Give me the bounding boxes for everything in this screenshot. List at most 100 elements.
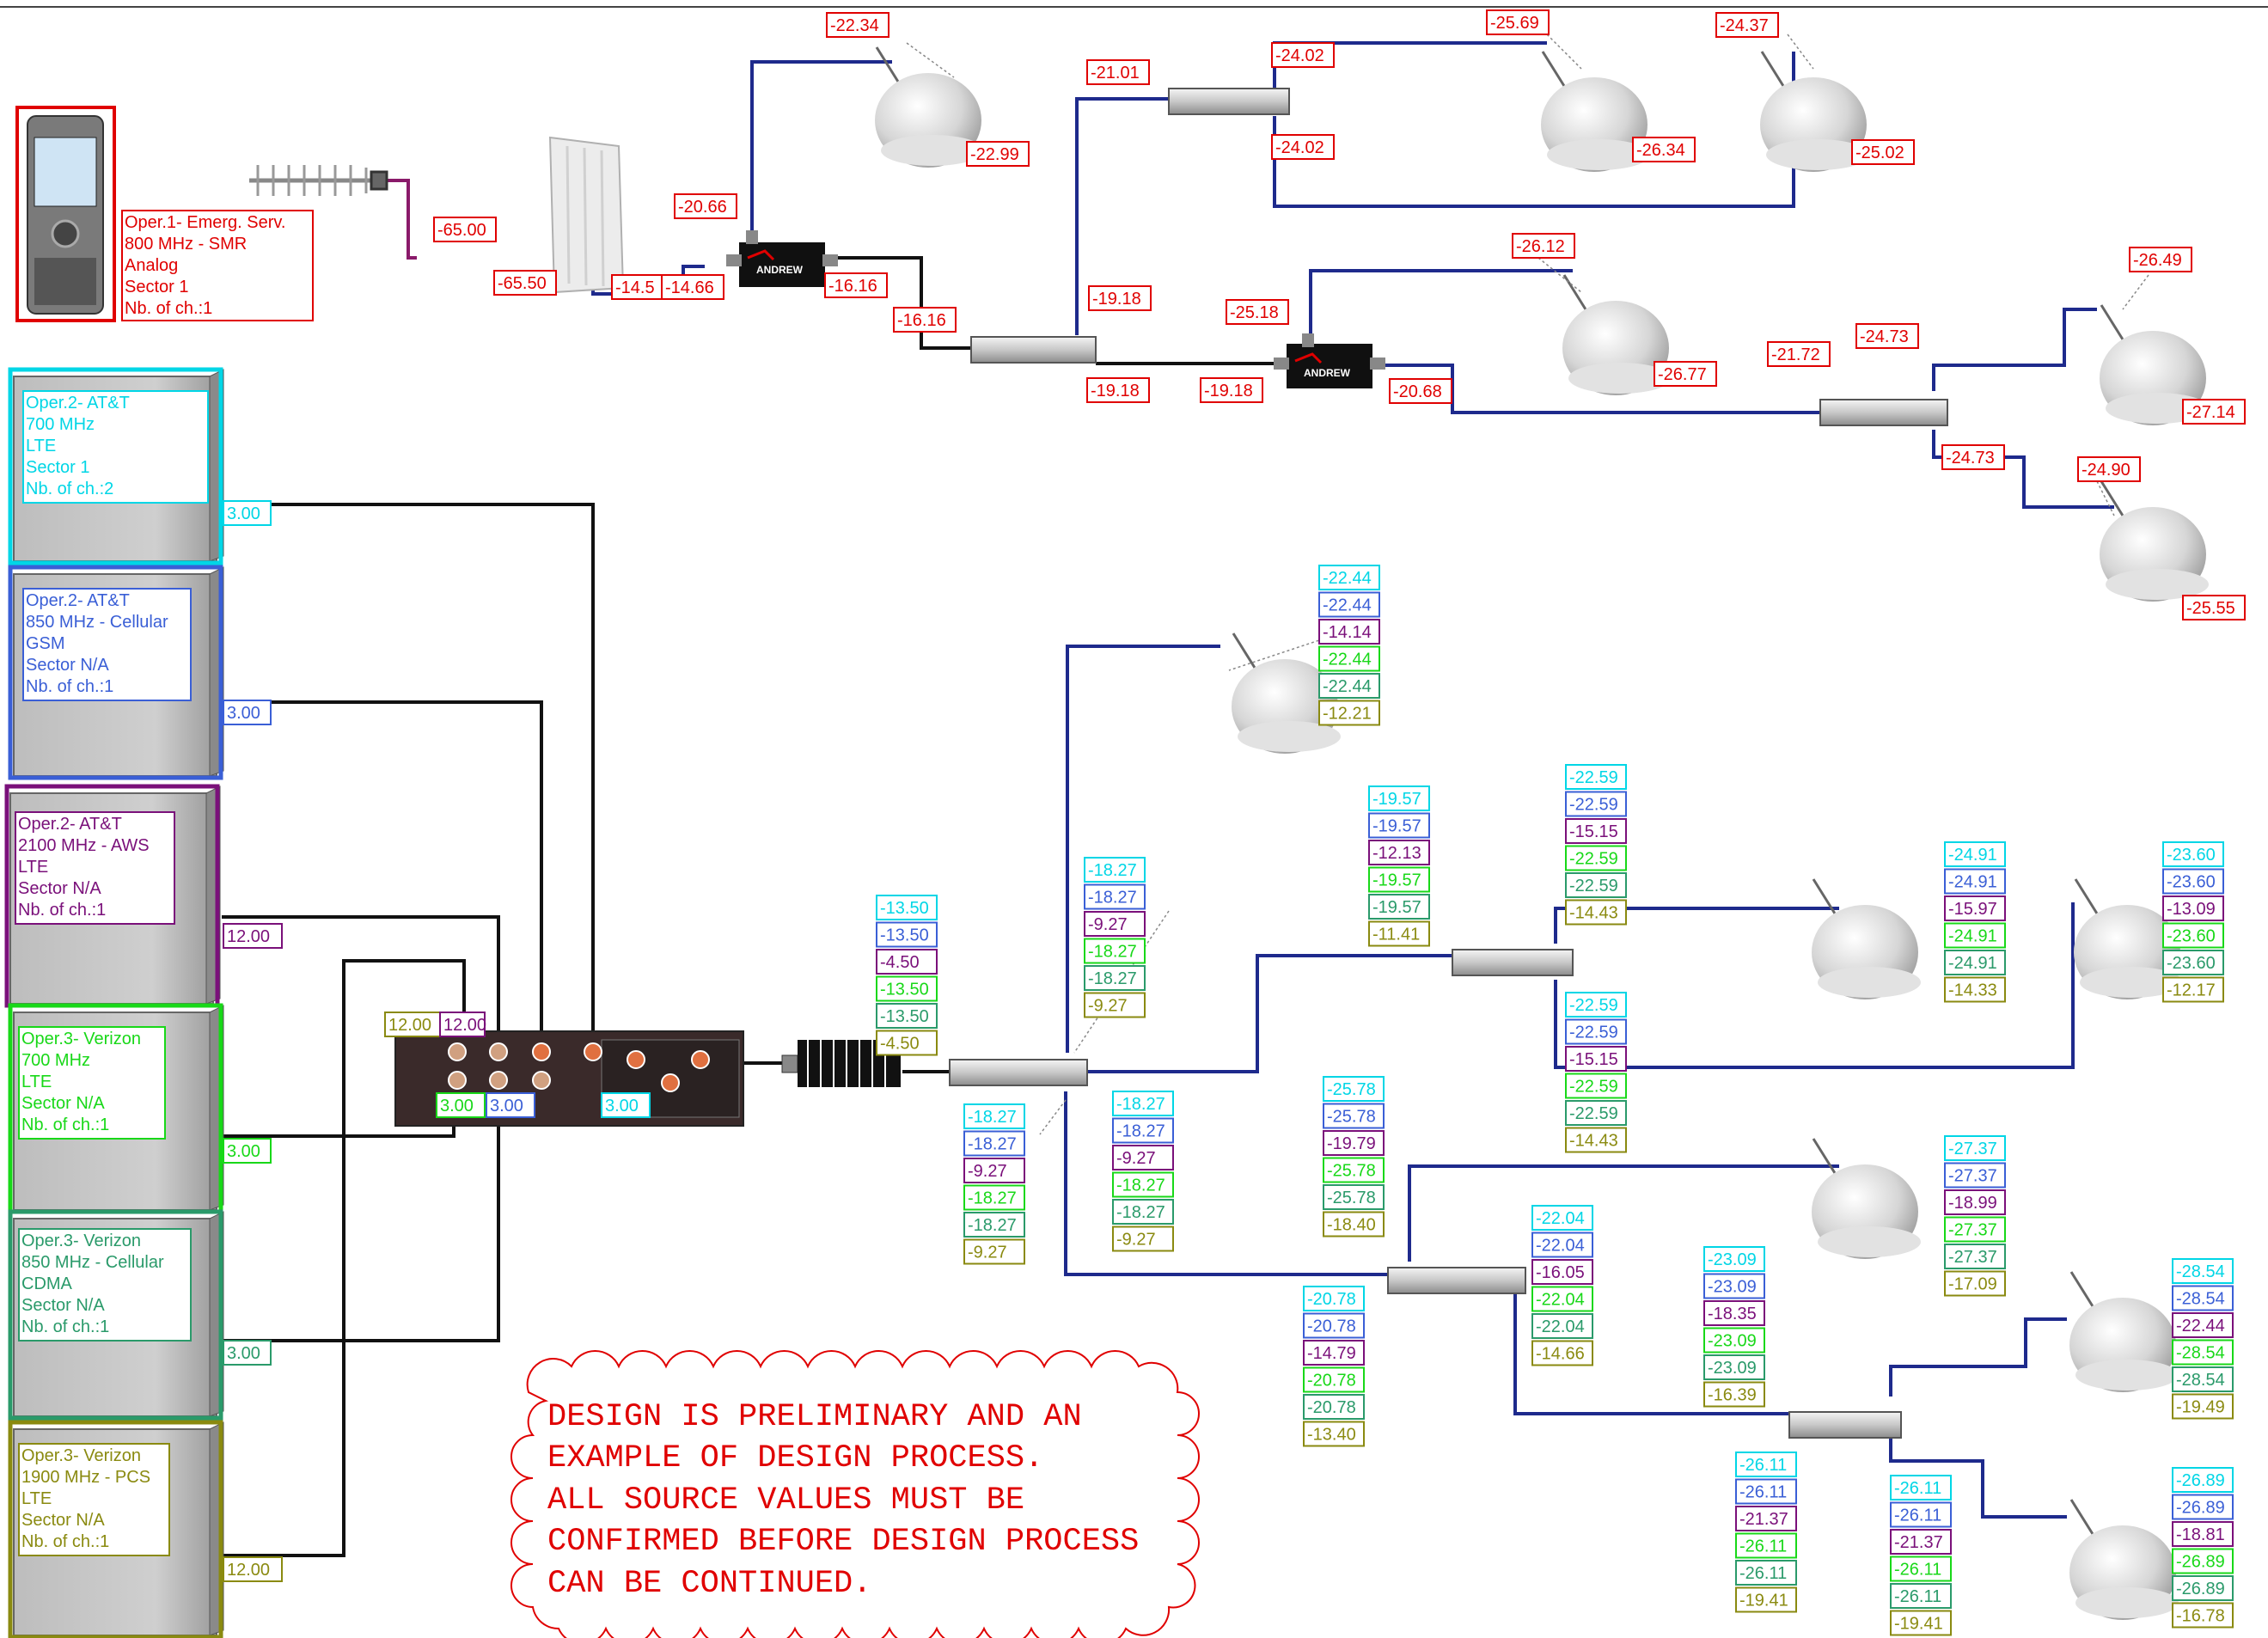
stack-value: -26.11 — [1735, 1532, 1797, 1559]
stack-value: -22.04 — [1531, 1313, 1593, 1339]
stack-value-text: -22.44 — [1323, 651, 1372, 669]
signal-level-label: -24.02 — [1271, 42, 1335, 68]
operator-box-line: Sector N/A — [21, 1511, 105, 1530]
stack-value: -25.78 — [1323, 1076, 1385, 1102]
stack-value-text: -23.60 — [2167, 873, 2216, 892]
stack-value-text: -21.37 — [1894, 1533, 1943, 1552]
operator-box-line: 850 MHz - Cellular — [26, 613, 168, 632]
stack-value: -28.54 — [2172, 1285, 2234, 1311]
combiner-port-label: 12.00 — [384, 1012, 443, 1037]
stack-value: -26.89 — [2172, 1575, 2234, 1601]
operator-box-line: GSM — [26, 634, 65, 653]
cable-splitterA-up — [1066, 645, 1220, 1053]
signal-stack: -26.11-26.11-21.37-26.11-26.11-19.41 — [1890, 1475, 1952, 1636]
cable-splitter1-up — [1075, 97, 1169, 335]
stack-value: -25.78 — [1323, 1157, 1385, 1183]
operator-box-op1: Oper.1- Emerg. Serv.800 MHz - SMRAnalogS… — [121, 210, 314, 321]
signal-stack: -22.44-22.44-14.14-22.44-22.44-12.21 — [1318, 565, 1380, 726]
stack-value: -22.59 — [1565, 872, 1627, 898]
operator-box-line: Analog — [125, 256, 178, 275]
signal-stack: -18.27-18.27-9.27-18.27-18.27-9.27 — [1084, 857, 1146, 1018]
signal-level-label: -27.14 — [2182, 399, 2246, 425]
signal-level-label: -21.01 — [1086, 59, 1150, 85]
cable-splitterB-down — [1554, 902, 2075, 1069]
stack-value: -20.78 — [1303, 1312, 1365, 1339]
signal-level-label: -21.72 — [1767, 341, 1831, 367]
stack-value: -22.44 — [1318, 565, 1380, 590]
signal-level-label-text: -16.16 — [897, 311, 946, 330]
combiner-port-label-text: 3.00 — [440, 1097, 474, 1115]
signal-level-label: -19.18 — [1200, 377, 1263, 403]
note-line-5: CAN BE CONTINUED. — [547, 1566, 871, 1602]
stack-value-text: -14.79 — [1307, 1344, 1356, 1363]
operator-box-line: Sector N/A — [21, 1296, 105, 1315]
signal-stack: -26.89-26.89-18.81-26.89-26.89-16.78 — [2172, 1467, 2234, 1629]
cable-op2b — [222, 700, 543, 1079]
stack-value-text: -13.50 — [880, 926, 929, 945]
stack-value-text: -25.78 — [1327, 1108, 1376, 1127]
signal-level-label: -24.73 — [1941, 444, 2005, 470]
stack-value: -20.78 — [1303, 1366, 1365, 1393]
stack-value: -22.59 — [1565, 1073, 1627, 1099]
stack-value: -13.40 — [1303, 1421, 1365, 1447]
stack-value-text: -18.27 — [1088, 969, 1137, 988]
operator-box-line: LTE — [21, 1073, 52, 1091]
stack-value-text: -28.54 — [2176, 1344, 2225, 1363]
operator-box-line: Oper.2- AT&T — [18, 815, 122, 834]
signal-level-label-text: -22.34 — [830, 16, 879, 35]
signal-level-stacks: -22.44-22.44-14.14-22.44-22.44-12.21-13.… — [876, 565, 2234, 1636]
stack-value: -23.09 — [1703, 1354, 1765, 1380]
operator-power-label: 3.00 — [223, 500, 272, 526]
directional-coupler-1: ANDREW — [726, 230, 838, 287]
signal-stack: -23.60-23.60-13.09-23.60-23.60-12.17 — [2162, 841, 2224, 1003]
stack-value-text: -23.60 — [2167, 927, 2216, 946]
operator-box-line: LTE — [21, 1489, 52, 1508]
stack-value: -13.09 — [2162, 895, 2224, 921]
signal-level-label: -22.34 — [826, 12, 889, 38]
stack-value-text: -9.27 — [968, 1162, 1007, 1181]
stack-value-text: -26.11 — [1739, 1456, 1787, 1475]
stack-value-text: -18.27 — [1116, 1177, 1165, 1195]
signal-level-label-text: -24.02 — [1275, 138, 1324, 157]
dome-antenna-icon — [2069, 1499, 2179, 1620]
cable-op3c — [222, 959, 466, 1557]
stack-value-text: -9.27 — [1088, 997, 1128, 1016]
stack-value-text: -22.04 — [1536, 1209, 1585, 1228]
stack-value-text: -13.50 — [880, 981, 929, 999]
signal-level-label: -26.12 — [1512, 233, 1575, 259]
note-line-1: DESIGN IS PRELIMINARY AND AN — [547, 1399, 1082, 1435]
signal-level-label: -24.37 — [1715, 12, 1779, 38]
signal-level-label: -24.90 — [2077, 456, 2141, 482]
stack-value: -4.50 — [876, 1030, 938, 1056]
stack-value: -20.78 — [1303, 1286, 1365, 1311]
signal-level-label-text: -21.01 — [1091, 64, 1140, 83]
stack-value-text: -26.11 — [1894, 1479, 1941, 1498]
stack-value: -24.91 — [1944, 922, 2006, 949]
multi-band-combiner-icon — [394, 1030, 744, 1127]
stack-value: -9.27 — [963, 1158, 1025, 1183]
stack-value: -13.50 — [876, 1003, 938, 1029]
signal-stack: -25.78-25.78-19.79-25.78-25.78-18.40 — [1323, 1076, 1385, 1238]
operator-power-label-text: 12.00 — [227, 927, 270, 946]
signal-level-label-text: -26.49 — [2133, 251, 2182, 270]
stack-value: -18.27 — [1112, 1091, 1174, 1116]
stack-value-text: -23.60 — [2167, 846, 2216, 865]
cable-splitterA-down — [1064, 1091, 1388, 1276]
stack-value-text: -19.41 — [1739, 1592, 1788, 1610]
stack-value-text: -22.44 — [1323, 569, 1372, 588]
stack-value-text: -14.14 — [1323, 623, 1372, 642]
signal-level-label: -20.68 — [1389, 378, 1452, 404]
stack-value-text: -11.41 — [1372, 926, 1420, 944]
stack-value-text: -14.43 — [1569, 1132, 1618, 1151]
stack-value-text: -18.40 — [1327, 1216, 1376, 1235]
stack-value: -20.78 — [1303, 1394, 1365, 1420]
splitter-2 — [1168, 88, 1290, 115]
stack-value: -18.27 — [963, 1184, 1025, 1211]
signal-level-label: -25.02 — [1851, 139, 1915, 165]
signal-level-label-text: -19.18 — [1092, 290, 1141, 309]
stack-value-text: -27.37 — [1948, 1248, 1997, 1267]
combiner-port-label: 3.00 — [486, 1092, 535, 1118]
stack-value: -27.37 — [1944, 1162, 2006, 1189]
stack-value-text: -13.40 — [1307, 1426, 1356, 1445]
